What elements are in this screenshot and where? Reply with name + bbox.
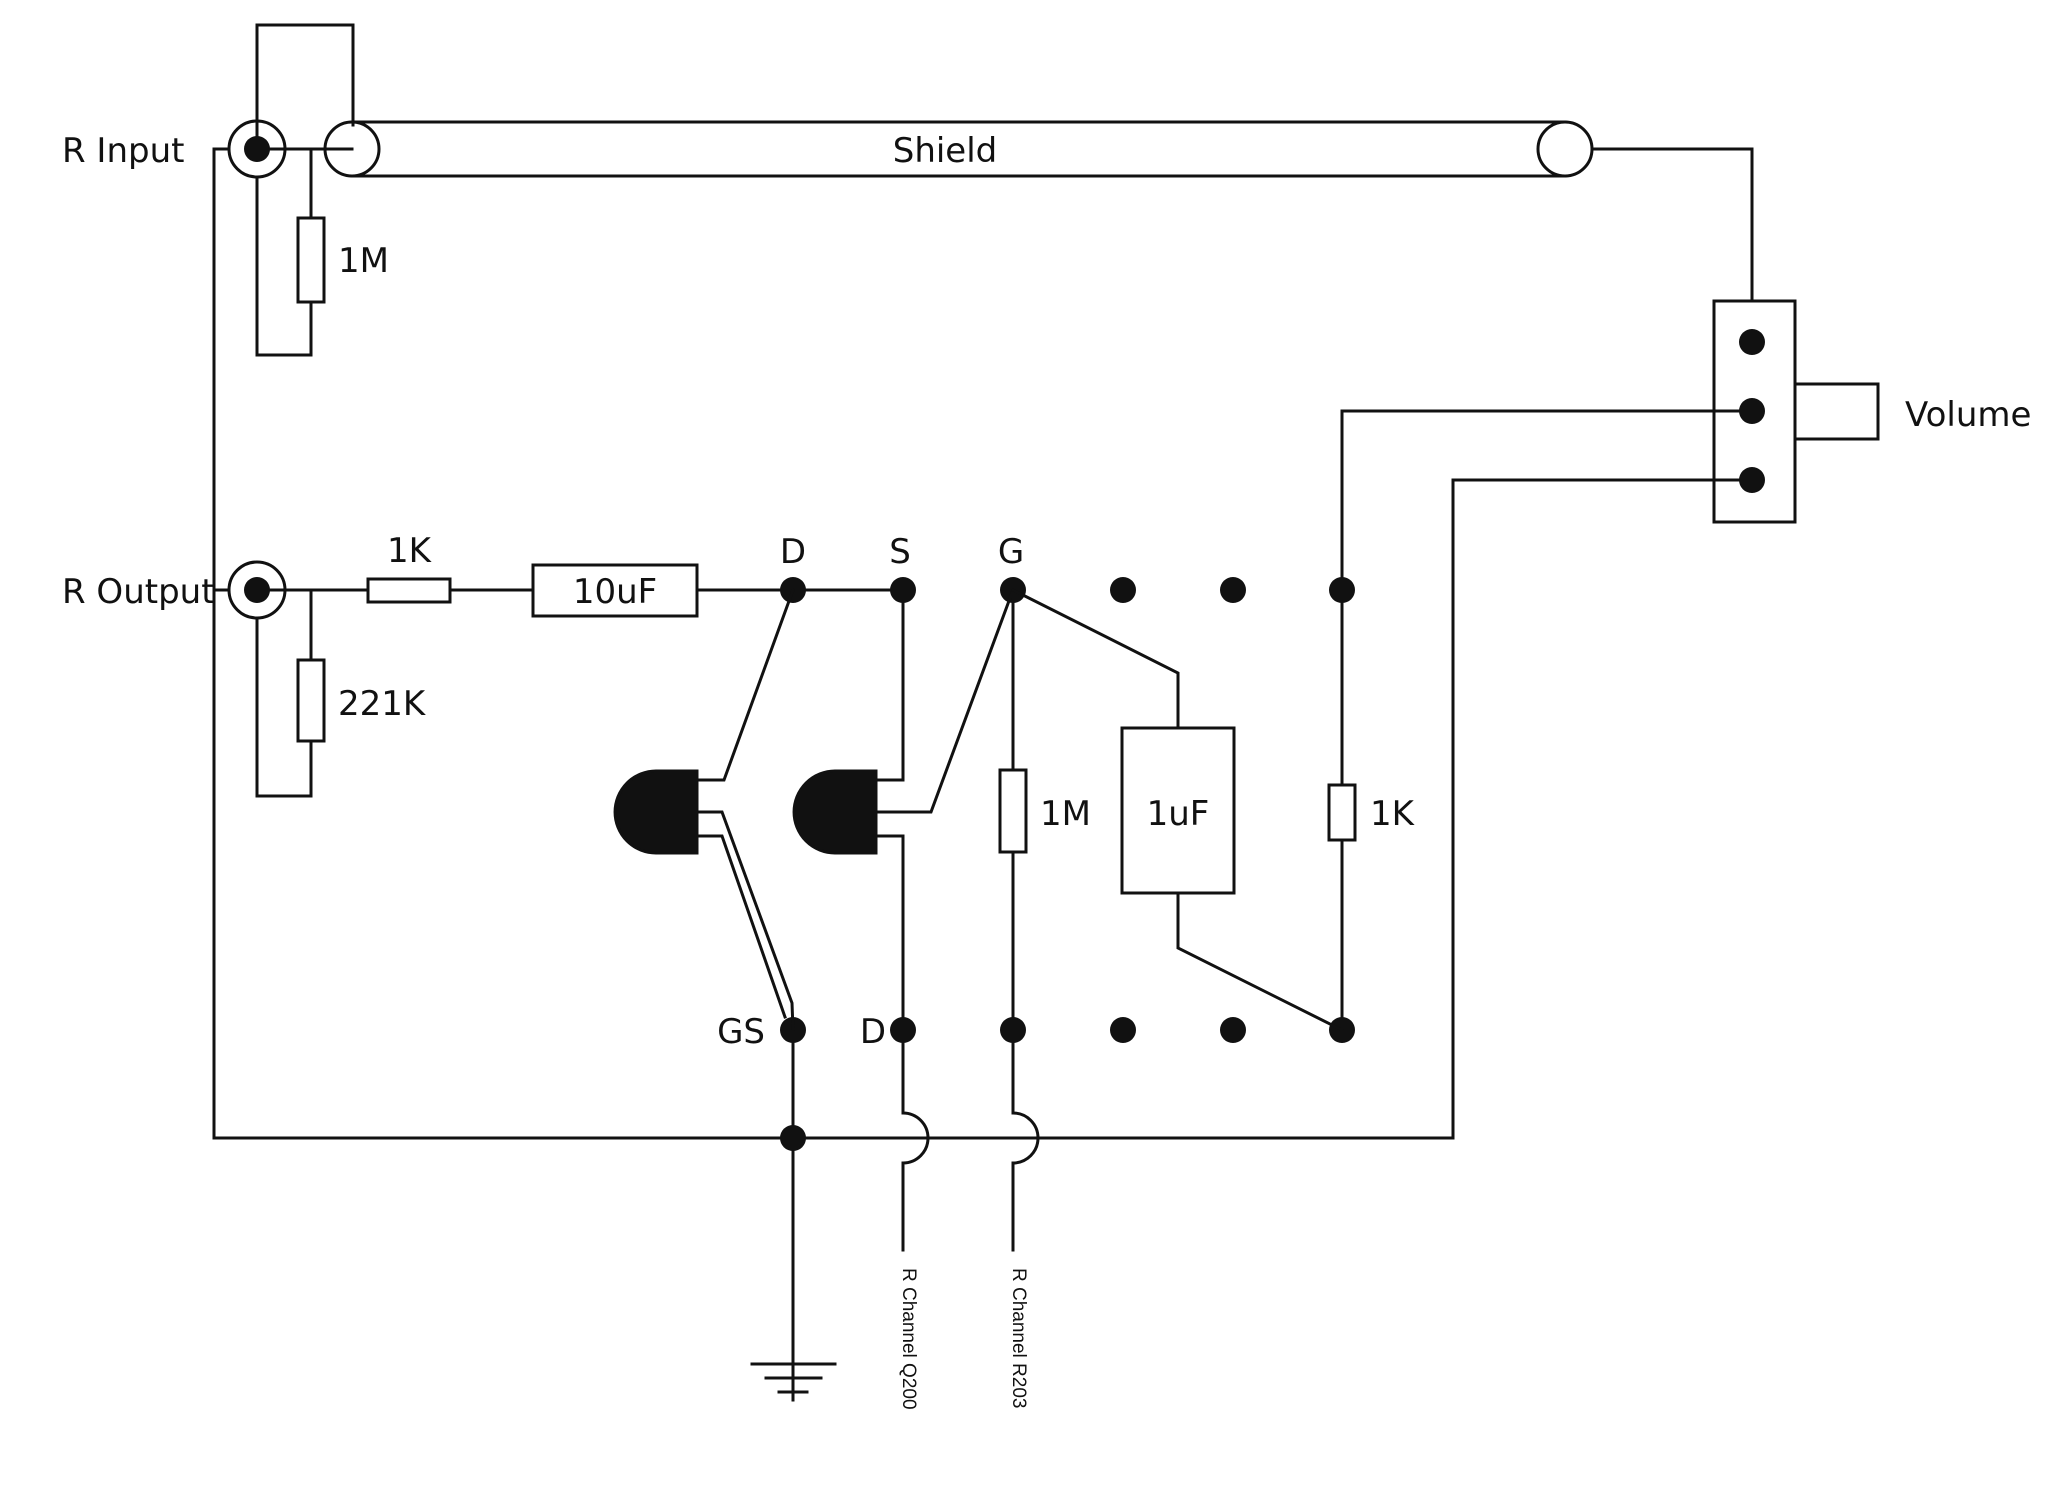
lead-r203-wire bbox=[1011, 1028, 1040, 1252]
ground-symbol bbox=[750, 1362, 837, 1402]
board-resistor-1m bbox=[998, 768, 1028, 854]
board-resistor-1k-label: 1K bbox=[1370, 794, 1416, 834]
r-input-jack: R Input bbox=[62, 119, 287, 179]
capacitor-1uf-label: 1uF bbox=[1147, 794, 1210, 834]
r-input-label: R Input bbox=[62, 131, 184, 171]
capacitor-10uf bbox=[531, 563, 699, 618]
volume-pot: Volume bbox=[1712, 299, 2031, 524]
output-resistor-1k-label: 1K bbox=[387, 531, 433, 571]
lead-q200-wire bbox=[901, 1028, 930, 1252]
resistor-221k-label: 221K bbox=[338, 684, 427, 724]
capacitor-10uf-label: 10uF bbox=[573, 572, 657, 612]
board-resistor-1m-label: 1M bbox=[1040, 794, 1091, 834]
pin-gs-bottom-label: GS bbox=[717, 1012, 765, 1052]
shielded-cable: Shield bbox=[323, 120, 1594, 178]
lead-r203-label: R Channel R203 bbox=[1008, 1268, 1029, 1408]
r-output-label: R Output bbox=[62, 572, 215, 612]
shield-end-right bbox=[1536, 120, 1594, 178]
board-resistor-1k bbox=[1327, 783, 1357, 842]
input-resistor-1m-label: 1M bbox=[338, 241, 389, 281]
transistor-right bbox=[792, 588, 1015, 1032]
pin-s-top-label: S bbox=[889, 532, 911, 572]
output-resistor-1k bbox=[366, 577, 452, 604]
volume-knob-shaft bbox=[1793, 382, 1880, 441]
volume-label: Volume bbox=[1905, 395, 2031, 435]
transistor-left bbox=[613, 588, 795, 1032]
pin-g-top-label: G bbox=[998, 532, 1024, 572]
pin-d-bottom-label: D bbox=[860, 1012, 886, 1052]
pin-d-top-label: D bbox=[780, 532, 806, 572]
capacitor-1uf bbox=[1120, 726, 1236, 895]
lead-q200-label: R Channel Q200 bbox=[898, 1268, 919, 1410]
ground-junction bbox=[780, 1125, 806, 1151]
shield-label: Shield bbox=[893, 131, 998, 171]
resistor-221k bbox=[296, 658, 326, 743]
input-resistor-1m bbox=[296, 216, 326, 304]
r-output-jack: R Output bbox=[62, 560, 287, 620]
